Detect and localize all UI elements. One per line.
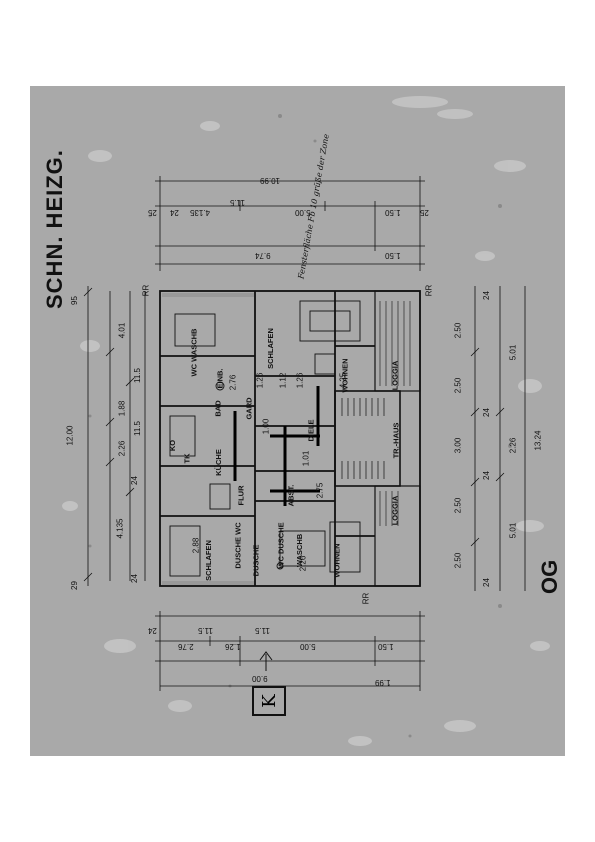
building-walls: [159, 290, 421, 587]
dim-left-4-01: 4.01: [117, 322, 127, 339]
dim-bottom-1-50: 1.50: [378, 642, 394, 651]
room-abst: ABST.: [286, 484, 296, 507]
dim-inner-2-76: 2.76: [228, 374, 238, 391]
room-dusche: DUSCHE: [251, 544, 261, 577]
dim-right-24a: 24: [481, 291, 491, 300]
dim-bottom-5-00: 5.00: [300, 642, 316, 651]
room-loggia-bottom: LOGGIA: [390, 495, 400, 526]
room-kueche: KÜCHE: [213, 449, 223, 476]
dim-left-24a: 24: [129, 476, 139, 485]
plan-title: SCHN. HEIZG.: [42, 149, 67, 309]
dim-right-24c: 24: [481, 471, 491, 480]
dimension-lines: [83, 176, 526, 691]
dim-right-24b: 24: [481, 408, 491, 417]
room-tr-haus: TR.-HAUS: [391, 422, 401, 459]
room-schlafen-top: SCHLAFEN: [265, 328, 275, 369]
dim-left-11-5a: 11.5: [132, 368, 142, 383]
scanned-floor-plan: SCHN. HEIZG. OG K Fensterfläche Fb 10 gr…: [30, 86, 565, 756]
room-tk: TK: [182, 453, 192, 464]
dim-left-2-26: 2.26: [117, 440, 127, 457]
room-wc-dusche: WC DUSCHE: [276, 522, 286, 569]
dim-bottom-11-5a: 11.5: [198, 626, 213, 635]
room-diele: DIELE: [306, 419, 316, 442]
dim-top-1-50b: 1.50: [385, 251, 401, 260]
dim-right-3-00: 3.00: [453, 437, 463, 454]
dim-right-2-50c: 2.50: [453, 497, 463, 514]
dim-bottom-1-99: 1.99: [375, 678, 391, 687]
dim-right-2-50b: 2.50: [453, 377, 463, 394]
dim-left-95: 95: [69, 296, 79, 305]
rr-bottom: RR: [361, 592, 371, 605]
room-gard: GARD: [244, 397, 254, 420]
dim-bottom-9-00: 9.00: [252, 674, 268, 683]
dim-inner-1-00: 1.00: [261, 418, 271, 435]
arrow-icon: [259, 651, 273, 671]
dim-top-11-5: 11.5: [230, 198, 245, 207]
dim-inner-1-26: 1.26: [255, 372, 265, 389]
dim-right-2-50d: 2.50: [453, 552, 463, 569]
room-ko: KO: [168, 439, 178, 452]
rr-top: RR: [141, 284, 151, 297]
room-schlafen-bottom: SCHLAFEN: [203, 540, 213, 581]
floor-plan-drawing: [62, 96, 550, 746]
dim-left-total: 12.00: [65, 425, 75, 446]
dim-right-total: 13.24: [533, 430, 543, 451]
dim-right-24d: 24: [481, 578, 491, 587]
dim-left-4-135: 4.135: [115, 518, 125, 539]
dim-right-2-50a: 2.50: [453, 322, 463, 339]
dim-bottom-2-76: 2.76: [178, 642, 194, 651]
dim-right-5-01a: 5.01: [508, 344, 518, 361]
dim-left-29: 29: [69, 581, 79, 590]
staircase: [341, 398, 385, 479]
k-label: K: [258, 694, 280, 708]
dim-bottom-24: 24: [148, 626, 157, 635]
rr-right: RR: [424, 284, 434, 297]
room-wc-waschb: WC WASCHB: [189, 328, 199, 377]
dim-right-5-01b: 5.01: [508, 522, 518, 539]
floor-label: OG: [537, 559, 562, 594]
dim-inner-4-25: 4.25: [338, 372, 348, 389]
dim-top-25a: 25: [148, 208, 157, 217]
k-marker: K: [252, 686, 286, 716]
dim-left-1-88: 1.88: [117, 400, 127, 417]
room-wohnen-bottom: WOHNEN: [332, 543, 342, 578]
dim-top-24: 24: [170, 208, 179, 217]
room-loggia-top: LOGGIA: [390, 360, 400, 391]
dim-top-1-50a: 1.50: [385, 208, 401, 217]
dim-bottom-11-5b: 11.5: [255, 626, 270, 635]
dim-right-2-26: 2.26: [508, 437, 518, 454]
dim-inner-1-12: 1.12: [278, 372, 288, 389]
dim-inner-1-01: 1.01: [301, 450, 311, 467]
room-einb: EINB.: [215, 368, 225, 389]
dim-bottom-1-26: 1.26: [225, 642, 241, 651]
room-bad: BAD: [213, 400, 223, 417]
furniture: [169, 300, 361, 577]
dim-inner-2-88: 2.88: [191, 537, 201, 554]
dim-inner-1-26b: 1.26: [295, 372, 305, 389]
dim-top-4-135: 4.135: [190, 208, 211, 217]
dim-top-9-74: 9.74: [255, 251, 271, 260]
dim-top-25b: 25: [420, 208, 429, 217]
room-dusche-wc: DUSCHE WC: [233, 522, 243, 569]
dim-top-5-00: 5.00: [295, 208, 311, 217]
dim-inner-2-75: 2.75: [315, 482, 325, 499]
dim-inner-2-26: 2.26: [298, 555, 308, 572]
room-flur: FLUR: [236, 485, 246, 506]
scan-noise: [62, 96, 550, 746]
dim-left-24b: 24: [129, 574, 139, 583]
dim-left-11-5b: 11.5: [132, 421, 142, 436]
dim-top-10-99: 10.99: [260, 176, 281, 185]
